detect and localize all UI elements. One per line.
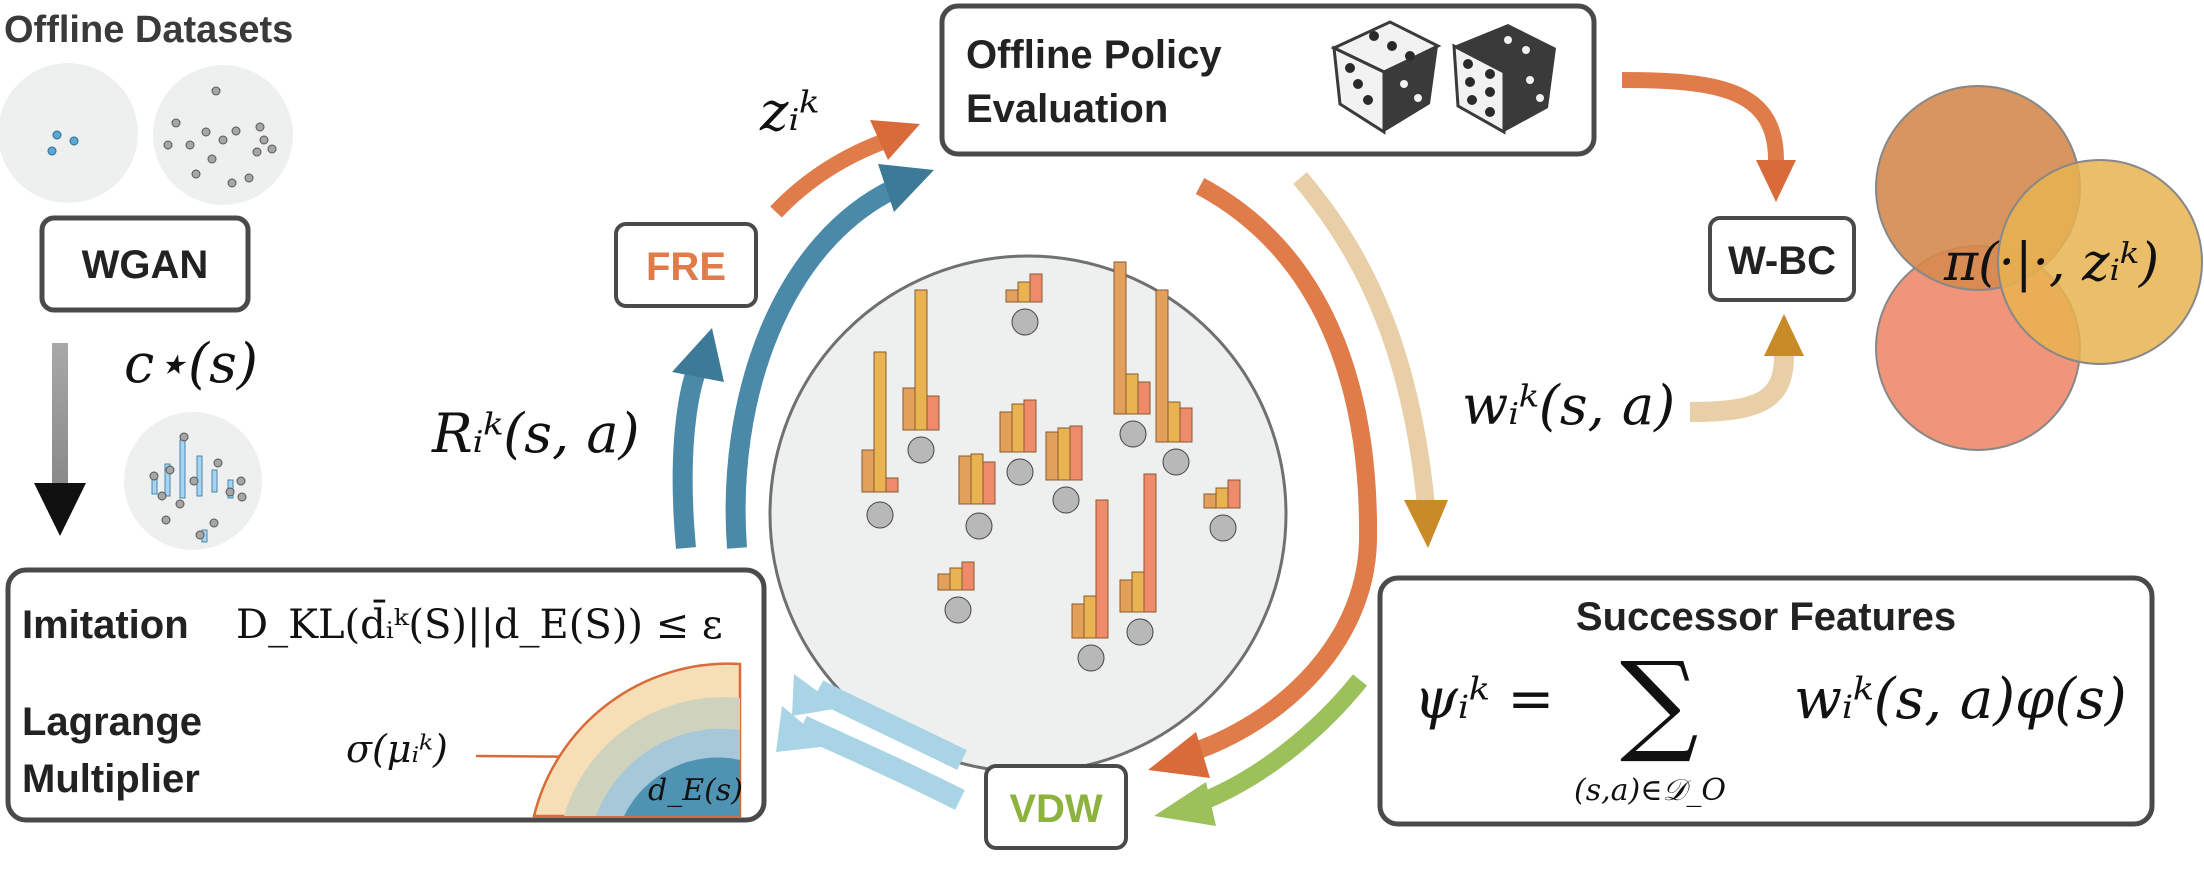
weight-label: wᵢᵏ(s, a) <box>1462 374 1675 437</box>
ope-to-wbc-arrow <box>1621 72 1784 161</box>
cycle-arrow-lightblue-outer <box>797 716 965 810</box>
wgan-box: WGAN <box>39 215 251 313</box>
wgan-label: WGAN <box>82 243 209 287</box>
dataset-scatter <box>163 86 277 188</box>
wbc-label: W-BC <box>1728 239 1836 283</box>
successor-features-box: Successor Features ψᵢᵏ = ∑ (s,a)∈𝒟_O wᵢᵏ… <box>1377 575 2155 827</box>
cycle-arrowhead-lightblue-inner <box>792 674 840 716</box>
w-to-wbc-arrow <box>1689 355 1794 422</box>
dice-icon <box>1452 24 1556 135</box>
sum-symbol: ∑ <box>1620 638 1699 766</box>
wbc-box: W-BC <box>1708 216 1856 302</box>
offline-datasets-title: Offline Datasets <box>4 9 293 51</box>
dataset-dot <box>69 136 79 146</box>
cycle-arrow-lightblue-inner <box>812 680 967 770</box>
vdw-label: VDW <box>1009 787 1103 831</box>
cycle-arrow-green <box>1192 674 1368 813</box>
sum-subscript: (s,a)∈𝒟_O <box>1574 773 1726 808</box>
cycle-arrow-blue-inner <box>725 176 905 549</box>
dataset-dot <box>47 146 57 156</box>
ope-title-line2: Evaluation <box>966 87 1168 131</box>
lagrange-label-line2: Multiplier <box>22 757 200 801</box>
successor-title: Successor Features <box>1576 595 1956 639</box>
cycle-arrowhead-tan <box>1404 500 1448 548</box>
ope-box: Offline Policy Evaluation <box>939 3 1597 157</box>
imitation-box: Imitation D_KL(d̄ᵢᵏ(S)||d_E(S)) ≤ ε Lagr… <box>5 567 767 823</box>
lagrange-label-line1: Lagrange <box>22 700 202 744</box>
vdw-box: VDW <box>984 764 1128 850</box>
imitation-label: Imitation <box>22 603 189 647</box>
fre-label: FRE <box>646 245 726 289</box>
dataset-dot <box>52 130 62 140</box>
z-label: zᵢᵏ <box>759 80 819 143</box>
dataset-bubble-large <box>153 65 293 205</box>
successor-rhs: wᵢᵏ(s, a)φ(s) <box>1794 667 2127 732</box>
cost-function-label: c⋆(s) <box>124 332 258 395</box>
offline-datasets-panel: Offline Datasets <box>0 9 293 205</box>
ope-to-wbc-arrowhead <box>1756 160 1796 202</box>
cycle-arrow-orange-z <box>770 132 891 218</box>
w-to-wbc-arrowhead <box>1764 314 1804 356</box>
cycle-arrowhead-lightblue-outer <box>776 706 830 752</box>
reward-label: Rᵢᵏ(s, a) <box>431 402 640 465</box>
cycle-arrow-orange-right <box>1177 178 1378 765</box>
cycle-arrowhead-blue-outer <box>672 328 724 382</box>
ope-title-line1: Offline Policy <box>966 33 1222 77</box>
fre-box: FRE <box>614 222 758 308</box>
cycle-arrowhead-orange-right <box>1148 732 1210 778</box>
policy-label: π(·|·, zᵢᵏ) <box>1943 233 2159 293</box>
policy-venn <box>1875 85 2203 451</box>
cycle-arrow-tan <box>1293 172 1435 507</box>
wgan-down-arrow <box>34 343 86 536</box>
cycle-arrowhead-green <box>1154 782 1216 826</box>
dataset-bubble-small <box>0 63 138 203</box>
cycle-arrowhead-orange-z <box>870 120 920 160</box>
expert-distribution-label: d_E(s) <box>648 773 743 808</box>
cycle-arrowhead-blue-inner <box>878 164 934 212</box>
successor-lhs: ψᵢᵏ = <box>1414 667 1554 732</box>
expert-data-bubble <box>124 412 262 550</box>
sigma-mu-label: σ(μᵢᵏ) <box>346 727 448 771</box>
bar-glyphs <box>861 261 1241 672</box>
kl-constraint-formula: D_KL(d̄ᵢᵏ(S)||d_E(S)) ≤ ε <box>236 599 723 648</box>
distribution-arcs <box>532 662 742 818</box>
dice-icon <box>1330 20 1442 135</box>
